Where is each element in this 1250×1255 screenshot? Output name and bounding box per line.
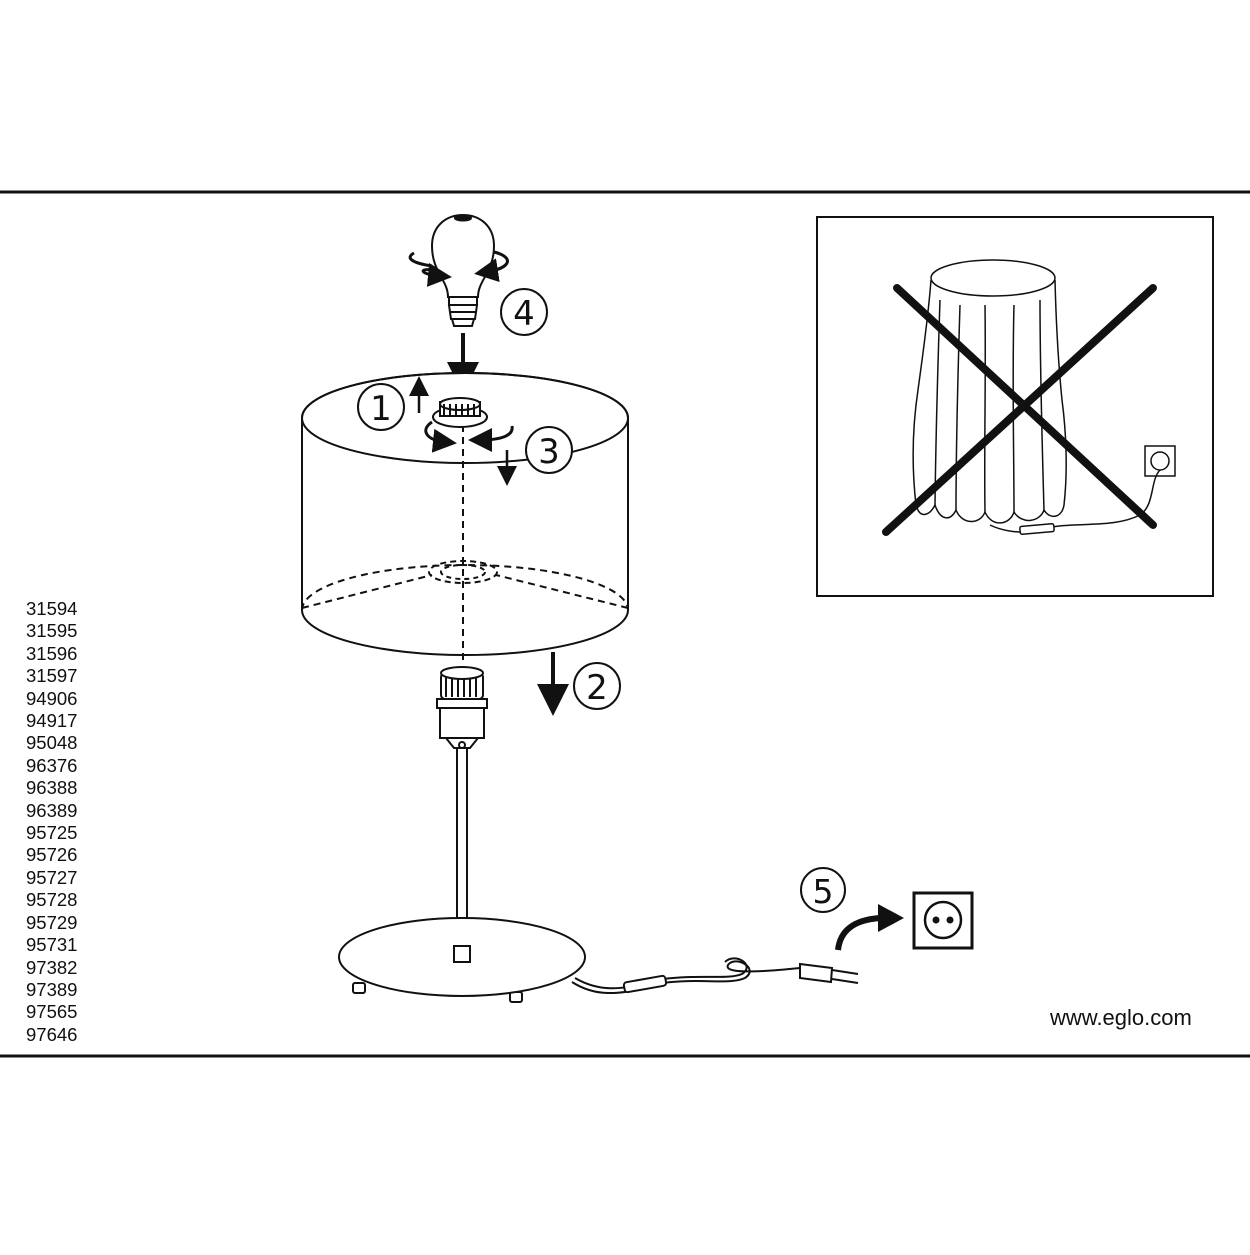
step-3-number: 3 [538,432,560,472]
plug-in-arrow [835,915,881,951]
model-number: 97382 [26,956,78,978]
model-number: 94906 [26,687,78,709]
model-number: 31594 [26,598,78,619]
model-number: 95048 [26,732,78,754]
model-number: 97646 [26,1023,78,1045]
model-number: 94917 [26,710,78,732]
shade-ring-nut [432,397,488,428]
power-plug [799,962,859,984]
step-4-circle [500,288,548,336]
step-1-circle [357,383,405,431]
model-number: 96376 [26,754,78,776]
warning-panel [816,216,1214,597]
model-number-list: 31594 31595 31596 31597 94906 94917 9504… [26,598,77,1046]
wall-socket-icon [912,891,974,950]
model-number: 95728 [26,889,78,911]
step-1-number: 1 [370,389,392,429]
step-5-number: 5 [813,872,834,911]
bulb-rotate-arrow-icon [408,250,509,287]
step-5-circle [800,867,846,913]
model-number: 95726 [26,844,78,866]
prohibited-cross-icon [882,284,1157,536]
website-url: www.eglo.com [1050,1005,1192,1030]
lamp-shade [301,372,629,665]
model-number: 97389 [26,978,78,1000]
small-cable [989,469,1161,533]
model-number: 31595 [26,620,78,642]
inline-switch [622,974,668,994]
model-number: 31597 [26,665,78,687]
small-wall-socket-icon [1144,445,1176,477]
lamp-base [338,917,586,1003]
light-bulb-icon [430,213,496,327]
model-number: 95725 [26,822,78,844]
lamp-socket [436,666,488,749]
step-2-circle [573,662,621,710]
power-cable [571,957,801,994]
step-2-number: 2 [586,668,608,708]
step-4-number: 4 [513,294,535,334]
ring-rotate-arrow-icon [424,420,514,453]
step-3-circle [525,426,573,474]
model-number: 95729 [26,911,78,933]
model-number: 97565 [26,1001,78,1023]
model-number: 96388 [26,777,78,799]
model-number: 95731 [26,934,78,956]
model-number: 31596 [26,642,78,664]
model-number: 96389 [26,799,78,821]
model-number: 95727 [26,866,78,888]
